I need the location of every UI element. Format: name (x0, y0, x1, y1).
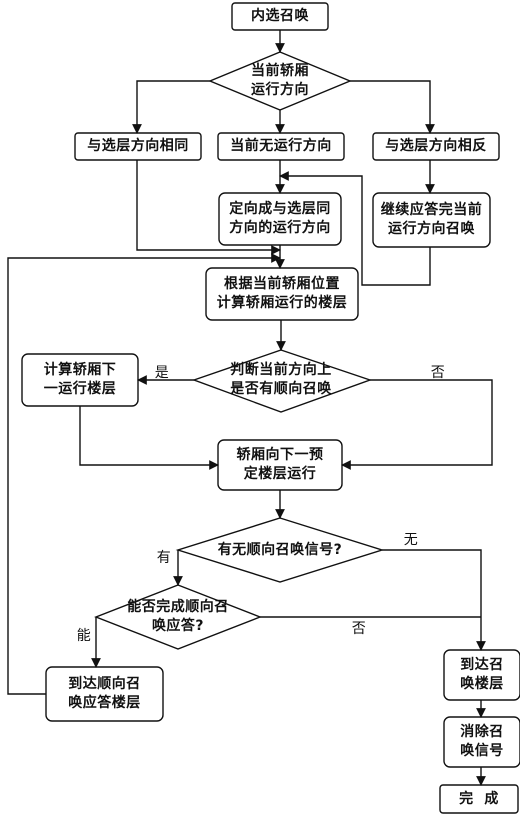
can-complete-diamond (94, 584, 262, 650)
edge-label-none: 无 (403, 531, 419, 548)
same-direction-label: 与选层方向相同 (87, 138, 189, 154)
calc-next-label: 计算轿厢下 一运行楼层 (43, 362, 117, 397)
can-complete-label: 能否完成顺向召 唤应答? (127, 599, 229, 634)
opposite-direction-box (372, 132, 500, 161)
edge-same-to-merge (136, 160, 281, 255)
same-call-label: 判断当前方向上 是否有顺向召唤 (230, 362, 332, 397)
start-label: 内选召唤 (251, 8, 309, 24)
no-direction-label: 当前无运行方向 (230, 138, 332, 154)
arrive-call-label: 到达召 唤楼层 (460, 657, 504, 692)
continue-response-label: 继续应答完当前 运行方向召唤 (380, 202, 483, 237)
move-next-label: 轿厢向下一预 定楼层运行 (236, 447, 324, 482)
edge-calc-next-down (79, 406, 219, 470)
arrive-response-label: 到达顺向召 唤应答楼层 (68, 676, 141, 711)
call-signal-label: 有无顺向召唤信号? (217, 541, 343, 558)
set-direction-label: 定向成与选层同 方向的运行方向 (229, 201, 331, 236)
edge-continue-back (279, 171, 431, 286)
edge-label-yes: 是 (154, 364, 170, 381)
edge-label-can: 能 (76, 627, 92, 644)
done-label: 完 成 (459, 790, 499, 807)
edge-label-cannot: 否 (351, 620, 367, 637)
clear-signal-label: 消除召 唤信号 (460, 724, 504, 759)
same-call-diamond (191, 349, 373, 413)
car-direction-label: 当前轿厢 运行方向 (251, 63, 309, 98)
edge-dir-to-same (132, 80, 210, 134)
edge-loop-back (7, 253, 281, 695)
call-signal-diamond (175, 517, 385, 583)
edge-signal-none (382, 549, 486, 651)
edge-label-no: 否 (430, 364, 446, 381)
edge-judge-no (341, 379, 493, 470)
edge-label-has: 有 (156, 549, 172, 566)
edge-dir-to-opp (350, 80, 435, 134)
calc-floor-label: 根据当前轿厢位置 计算轿厢运行的楼层 (216, 276, 348, 311)
opposite-direction-label: 与选层方向相反 (385, 138, 487, 154)
